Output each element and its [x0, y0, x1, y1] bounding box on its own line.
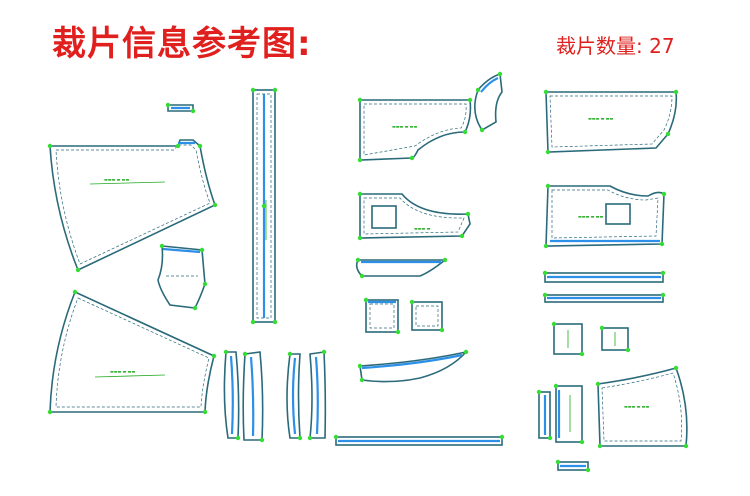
piece-curved-strip-4: [309, 351, 327, 439]
piece-back-skirt: ▬▬▬ ▬ ▬▬: [597, 367, 688, 447]
piece-front-bodice-2: ▬▬▬ ▬: [359, 193, 471, 239]
page-title: 裁片信息参考图:: [52, 24, 312, 64]
piece-curved-strip-1: [223, 351, 240, 439]
reference-points: [47, 71, 689, 473]
piece-vertical-tab-1: [538, 391, 551, 439]
piece-loop-tab: [557, 461, 589, 471]
piece-sleeve-small: [167, 104, 194, 112]
piece-bottom-strip: [335, 436, 503, 446]
piece-vertical-tab-2: [555, 385, 583, 443]
piece-pocket-flap-2: [411, 301, 443, 331]
svg-text:▬▬▬ ▬ ▬▬: ▬▬▬ ▬ ▬▬: [104, 177, 129, 182]
piece-small-square-1: [553, 323, 583, 355]
piece-curved-strip-2: [242, 351, 264, 441]
svg-text:▬▬▬ ▬: ▬▬▬ ▬: [414, 226, 431, 231]
piece-waistband-curved: [355, 259, 448, 277]
piece-band-2: [544, 294, 664, 303]
piece-curved-hem: [359, 350, 469, 383]
svg-text:▬▬▬ ▬ ▬▬: ▬▬▬ ▬ ▬▬: [578, 214, 603, 219]
piece-back-bodice: ▬▬▬ ▬ ▬▬: [545, 91, 678, 153]
svg-text:▬▬▬ ▬ ▬▬: ▬▬▬ ▬ ▬▬: [110, 369, 135, 374]
piece-skirt-lower: ▬▬▬ ▬ ▬▬: [49, 290, 215, 413]
piece-curved-strip-3: [286, 353, 301, 439]
piece-small-square-2: [601, 327, 629, 351]
piece-band-1: [544, 272, 664, 283]
piece-pocket-flap-1: [365, 299, 399, 333]
piece-back-bodice-2: ▬▬▬ ▬ ▬▬: [545, 185, 665, 247]
svg-text:▬▬▬ ▬ ▬▬: ▬▬▬ ▬ ▬▬: [588, 116, 613, 121]
svg-text:▬▬▬ ▬ ▬▬: ▬▬▬ ▬ ▬▬: [392, 124, 417, 129]
piece-front-bodice: ▬▬▬ ▬ ▬▬: [359, 99, 472, 161]
svg-text:▬▬▬ ▬ ▬▬: ▬▬▬ ▬ ▬▬: [624, 404, 649, 409]
piece-skirt-upper: ▬▬▬ ▬ ▬▬: [49, 139, 216, 272]
piece-armhole-facing: [474, 72, 503, 132]
piece-count: 裁片数量: 27: [556, 34, 675, 58]
piece-pocket-bag: [157, 245, 206, 309]
